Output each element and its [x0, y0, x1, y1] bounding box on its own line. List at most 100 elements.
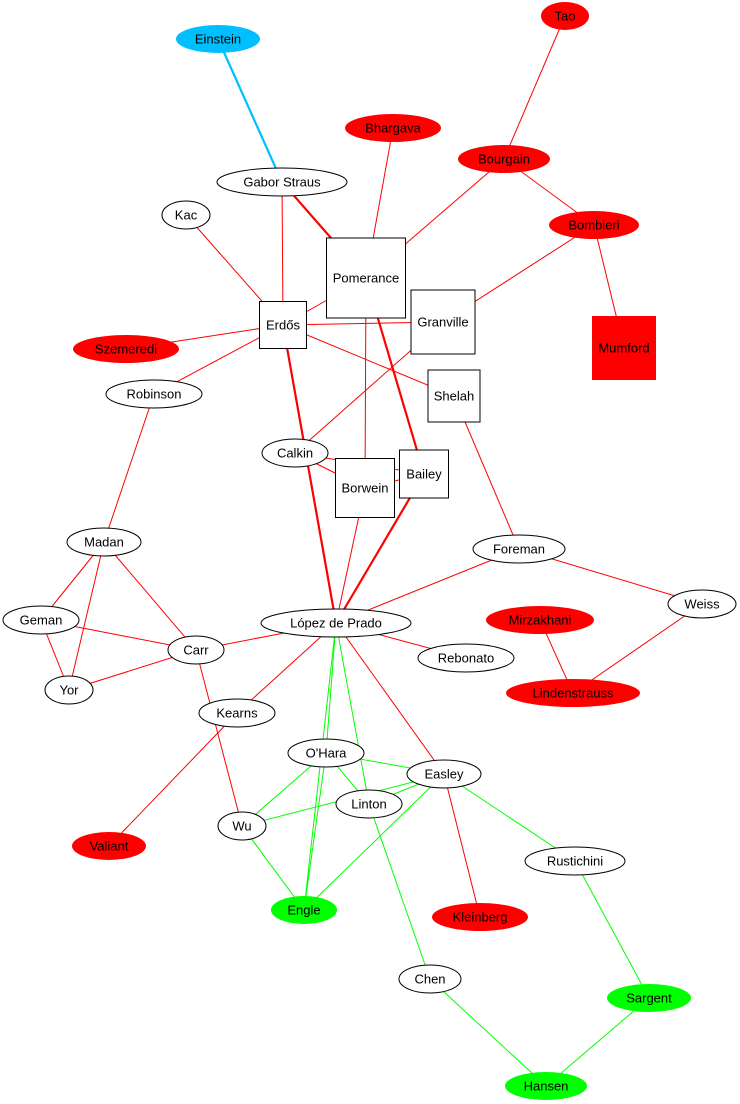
node-shape-mumford	[592, 316, 656, 380]
node-mumford: Mumford	[592, 316, 656, 380]
node-wu: Wu	[217, 811, 267, 841]
node-shape-bailey	[399, 449, 449, 499]
node-label-easley: Easley	[424, 767, 464, 782]
node-foreman: Foreman	[472, 534, 566, 564]
node-shape-robinson	[105, 379, 203, 409]
node-shape-ohara	[287, 738, 365, 768]
node-shape-yor	[44, 675, 94, 705]
node-robinson: Robinson	[105, 379, 203, 409]
node-chen: Chen	[398, 964, 462, 994]
edge-tao-bourgain	[503, 15, 566, 160]
node-madan: Madan	[66, 527, 142, 557]
node-shape-shelah	[427, 369, 481, 423]
node-label-hansen: Hansen	[524, 1079, 569, 1094]
node-hansen: Hansen	[505, 1072, 587, 1100]
node-tao: Tao	[541, 2, 589, 30]
node-geman: Geman	[2, 605, 80, 635]
edge-lopez-de-prado-ohara	[325, 622, 337, 754]
node-shape-pomerance	[326, 237, 406, 319]
edge-weiss-lindenstrauss	[572, 603, 703, 694]
node-label-kleinberg: Kleinberg	[453, 910, 508, 925]
node-label-madan: Madan	[84, 535, 124, 550]
node-sargent: Sargent	[607, 984, 691, 1012]
node-shape-easley	[406, 759, 482, 789]
node-shape-valiant	[72, 832, 146, 860]
edge-erdos-shelah	[282, 324, 455, 397]
node-kearns: Kearns	[198, 698, 276, 728]
node-label-lopez-de-prado: López de Prado	[290, 616, 382, 631]
node-label-bourgain: Bourgain	[478, 152, 530, 167]
node-shape-kearns	[198, 698, 276, 728]
node-shape-chen	[398, 964, 462, 994]
edge-easley-kleinberg	[443, 773, 481, 918]
edge-bailey-lopez-de-prado	[335, 473, 425, 624]
node-label-kearns: Kearns	[216, 706, 258, 721]
node-label-chen: Chen	[414, 972, 445, 987]
edge-wu-engle	[241, 825, 305, 911]
node-label-bhargava: Bhargava	[365, 121, 421, 136]
edge-lopez-de-prado-easley	[335, 622, 445, 775]
edge-madan-carr	[103, 541, 197, 651]
node-label-pomerance: Pomerance	[333, 271, 399, 286]
node-label-rustichini: Rustichini	[547, 854, 603, 869]
node-label-rebonato: Rebonato	[438, 651, 494, 666]
node-bailey: Bailey	[399, 449, 449, 499]
node-shape-weiss	[667, 589, 737, 619]
edge-rustichini-sargent	[574, 860, 650, 999]
edge-lopez-de-prado-kearns	[236, 622, 337, 714]
node-label-yor: Yor	[59, 683, 79, 698]
node-mirzakhani: Mirzakhani	[486, 606, 594, 634]
node-bourgain: Bourgain	[458, 145, 550, 173]
node-label-geman: Geman	[20, 613, 63, 628]
edge-easley-rustichini	[443, 773, 576, 862]
node-shape-calkin	[261, 438, 329, 468]
node-yor: Yor	[44, 675, 94, 705]
node-shape-kac	[161, 200, 211, 230]
edge-einstein-gabor-straus	[216, 38, 284, 183]
node-pomerance: Pomerance	[326, 237, 406, 319]
node-bhargava: Bhargava	[345, 114, 441, 142]
node-shape-rustichini	[524, 846, 626, 876]
node-shape-gabor-straus	[216, 167, 348, 197]
node-shape-tao	[541, 2, 589, 30]
node-label-granville: Granville	[417, 315, 468, 330]
node-label-erdos: Erdős	[266, 318, 300, 333]
node-label-calkin: Calkin	[277, 446, 313, 461]
node-shape-granville	[410, 289, 476, 355]
edge-erdos-lopez-de-prado	[281, 324, 338, 624]
node-label-shelah: Shelah	[434, 389, 474, 404]
node-lindenstrauss: Lindenstrauss	[506, 679, 640, 707]
edge-kearns-valiant	[108, 712, 238, 847]
node-label-bombieri: Bombieri	[568, 218, 619, 233]
node-shape-carr	[167, 635, 225, 665]
node-kac: Kac	[161, 200, 211, 230]
node-label-foreman: Foreman	[493, 542, 545, 557]
edge-ohara-engle	[303, 752, 327, 911]
node-label-engle: Engle	[287, 903, 320, 918]
node-gabor-straus: Gabor Straus	[216, 167, 348, 197]
node-label-tao: Tao	[555, 9, 576, 24]
node-shape-bhargava	[345, 114, 441, 142]
node-shape-engle	[271, 896, 337, 924]
edge-chen-hansen	[429, 978, 547, 1087]
node-easley: Easley	[406, 759, 482, 789]
node-szemeredi: Szemeredi	[73, 335, 179, 363]
node-shape-geman	[2, 605, 80, 635]
node-label-kac: Kac	[175, 208, 198, 223]
node-shape-hansen	[505, 1072, 587, 1100]
node-shape-madan	[66, 527, 142, 557]
node-kleinberg: Kleinberg	[432, 903, 528, 931]
node-label-weiss: Weiss	[684, 597, 720, 612]
node-label-einstein: Einstein	[195, 32, 241, 47]
node-shape-bourgain	[458, 145, 550, 173]
node-lopez-de-prado: López de Prado	[260, 608, 412, 638]
edge-layer	[40, 15, 703, 1087]
node-label-lindenstrauss: Lindenstrauss	[533, 686, 614, 701]
node-borwein: Borwein	[335, 458, 395, 518]
node-engle: Engle	[271, 896, 337, 924]
node-label-valiant: Valiant	[90, 839, 129, 854]
node-bombieri: Bombieri	[549, 211, 639, 239]
node-shape-mirzakhani	[486, 606, 594, 634]
edge-robinson-madan	[103, 393, 155, 543]
